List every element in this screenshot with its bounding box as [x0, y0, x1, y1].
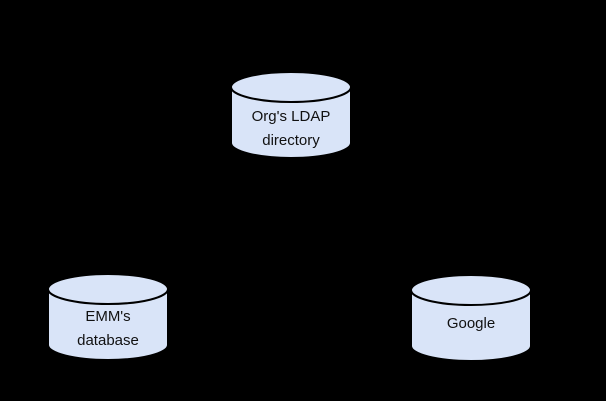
node-org-ldap-directory: Org's LDAP directory — [230, 70, 352, 160]
node-label-line: Google — [447, 315, 495, 332]
cylinder-rim — [47, 288, 169, 305]
node-label-line: Org's LDAP — [252, 108, 331, 125]
cylinder-body — [230, 71, 352, 159]
cylinder-rim — [410, 289, 532, 306]
cylinder-rim — [230, 86, 352, 103]
node-emm-database: EMM's database — [47, 272, 169, 362]
cylinder-shape: Org's LDAP directory — [230, 71, 352, 159]
node-label-line: database — [77, 332, 139, 349]
cylinder-body — [410, 274, 532, 362]
cylinder-shape: EMM's database — [47, 273, 169, 361]
cylinder-body — [47, 273, 169, 361]
node-label-line: directory — [262, 132, 320, 149]
node-label-line: EMM's — [85, 308, 130, 325]
node-google: Google — [410, 273, 532, 363]
cylinder-shape: Google — [410, 274, 532, 362]
